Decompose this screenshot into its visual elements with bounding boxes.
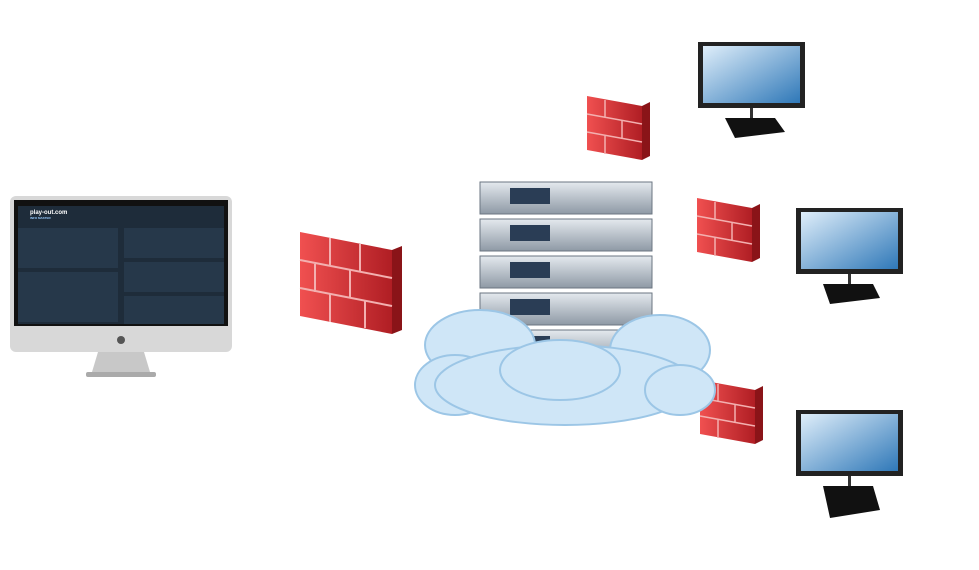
display-icon-middle [796,208,903,304]
firewall-icon-top [586,96,650,160]
firewall-icon-left [299,232,402,334]
display-icon-top [698,42,805,138]
display-icon-bottom [796,410,903,518]
screen-logo: play-out.com INFO MASTER [30,210,67,220]
brand-text: play-out.com [30,210,68,216]
brand-subtitle: INFO MASTER [30,216,51,220]
cloud-icon [414,309,716,426]
firewall-icon-middle [696,198,760,262]
computer-icon [10,196,232,377]
